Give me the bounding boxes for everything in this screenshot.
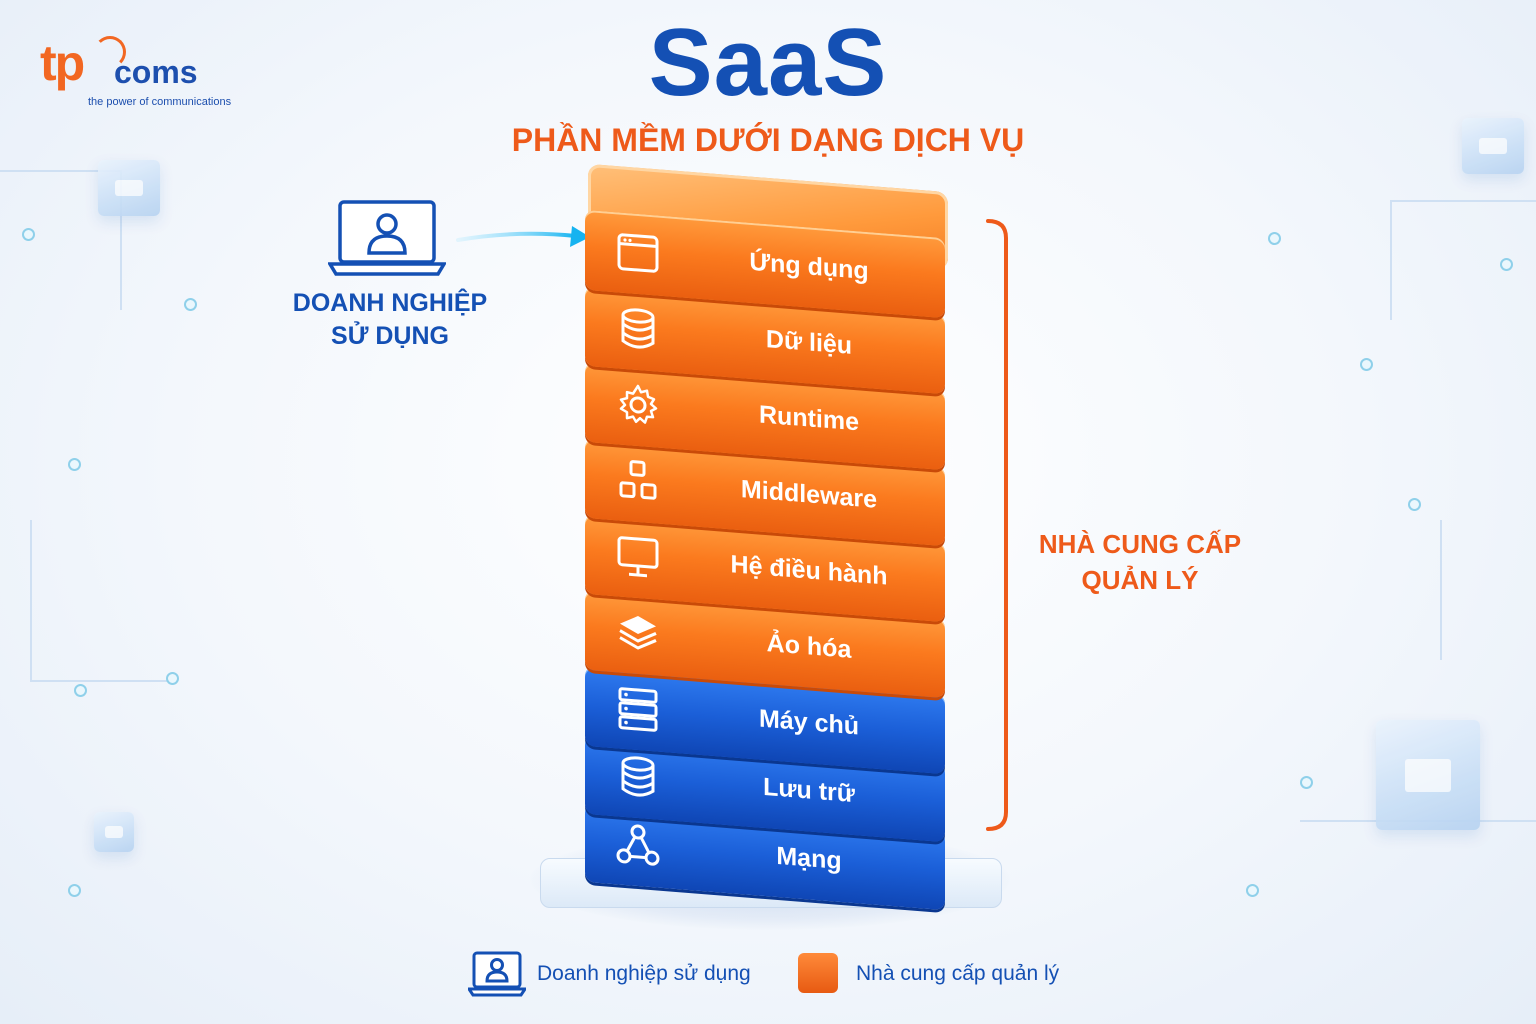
saas-stack: Ứng dụng Dữ liệu Runtime Middleware Hệ	[580, 163, 960, 930]
legend-provider-text: Nhà cung cấp quản lý	[856, 962, 1060, 985]
layer-label: Runtime	[759, 400, 859, 437]
layer-label: Ứng dụng	[749, 247, 869, 286]
network-icon	[616, 824, 660, 866]
blocks-icon	[619, 460, 657, 500]
user-label: DOANH NGHIỆP SỬ DỤNG	[260, 287, 520, 353]
server-icon	[618, 687, 658, 732]
logo-brand-suffix: coms	[114, 54, 198, 90]
laptop-user-icon	[328, 200, 446, 276]
signal-arc-icon	[94, 36, 126, 68]
layer-mang: Mạng	[585, 801, 945, 911]
logo-tagline: the power of communications	[88, 96, 232, 108]
layer-may-chu: Máy chủ	[585, 665, 945, 775]
provider-bracket	[986, 219, 1008, 831]
gear-icon	[619, 384, 658, 424]
layer-label: Ảo hóa	[766, 629, 852, 664]
layer-label: Middleware	[740, 475, 878, 514]
laptop-user-icon	[468, 951, 526, 997]
layer-label: Dữ liệu	[765, 325, 853, 360]
layer-middleware: Middleware	[585, 437, 945, 547]
layer-ung-dung: Ứng dụng	[585, 209, 945, 319]
layer-ao-hoa: Ảo hóa	[585, 589, 945, 699]
page-title: SaaS	[648, 9, 888, 116]
tpcoms-logo: tp coms the power of communications	[36, 34, 236, 114]
layer-label: Hệ điều hành	[730, 550, 888, 591]
page-subtitle: PHẦN MỀM DƯỚI DẠNG DỊCH VỤ	[511, 122, 1025, 158]
user-label-line1: DOANH NGHIỆP	[292, 289, 488, 317]
layer-du-lieu: Dữ liệu	[585, 285, 945, 395]
layer-label: Lưu trữ	[763, 772, 855, 809]
layer-luu-tru: Lưu trữ	[585, 733, 945, 843]
legend-user-text: Doanh nghiệp sử dụng	[537, 962, 751, 985]
layer-label: Mạng	[776, 841, 842, 876]
provider-label-line1: NHÀ CUNG CẤP	[1038, 529, 1242, 559]
arrow-icon	[456, 226, 590, 247]
database-icon	[621, 756, 655, 797]
logo-brand-prefix: tp	[40, 35, 85, 91]
user-label-line2: SỬ DỤNG	[331, 322, 449, 350]
legend-provider-swatch	[798, 953, 838, 993]
layer-label: Máy chủ	[758, 704, 860, 741]
layers-icon	[619, 616, 657, 650]
layer-runtime: Runtime	[585, 361, 945, 471]
layer-he-dieu-hanh: Hệ điều hành	[585, 513, 945, 623]
monitor-icon	[617, 536, 659, 578]
provider-label-line2: QUẢN LÝ	[1081, 565, 1199, 595]
database-icon	[621, 308, 655, 349]
provider-label: NHÀ CUNG CẤP QUẢN LÝ	[1010, 526, 1270, 598]
app-window-icon	[617, 233, 659, 273]
